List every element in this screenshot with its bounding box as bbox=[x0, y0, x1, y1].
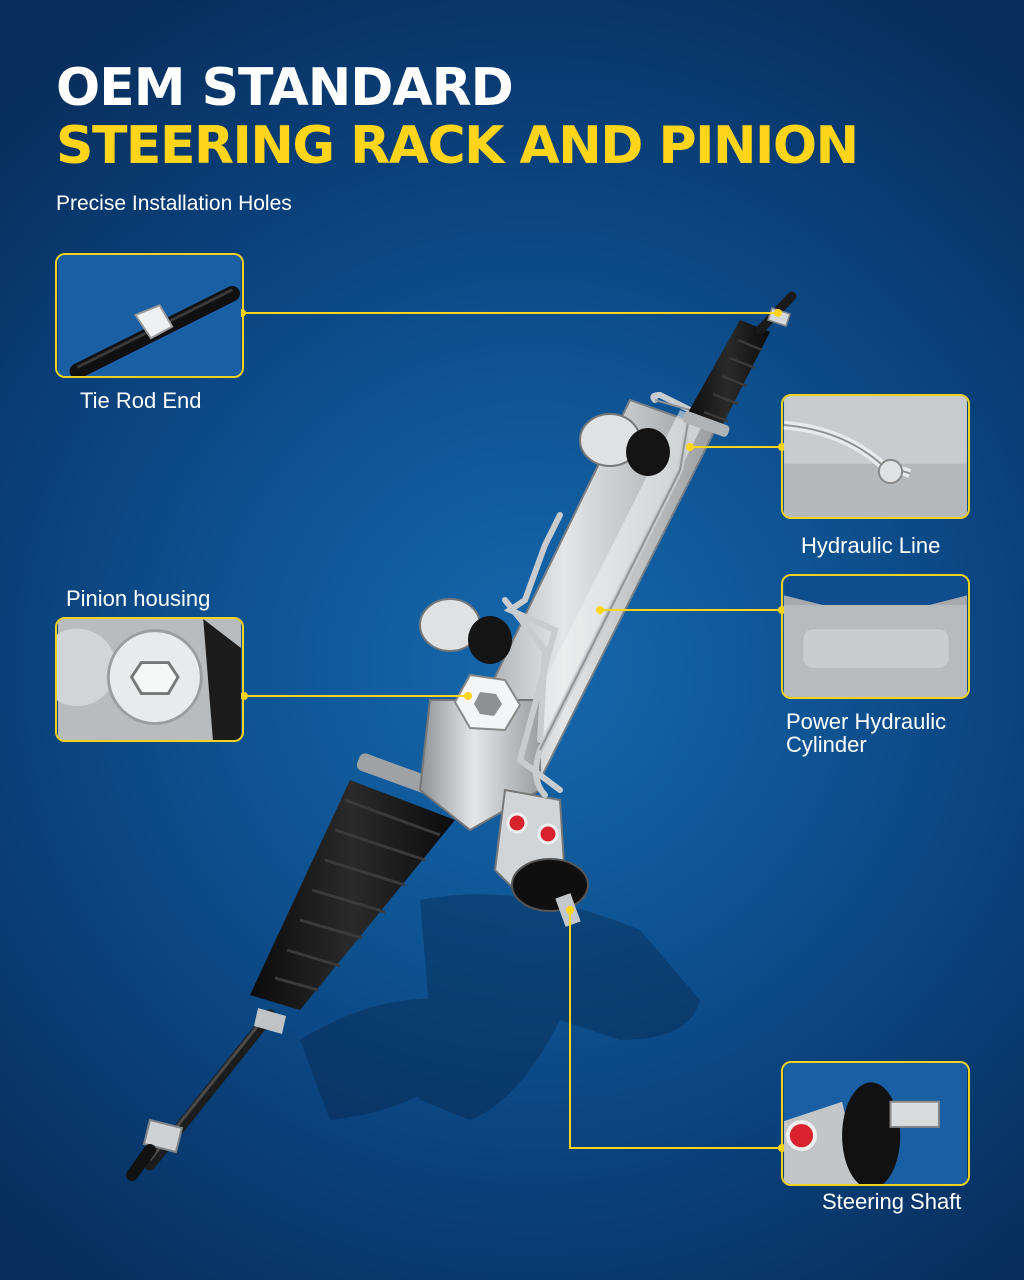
lower-tie-rod bbox=[126, 1008, 286, 1181]
label-steering-shaft: Steering Shaft bbox=[822, 1189, 962, 1214]
upper-bellows-boot bbox=[682, 320, 770, 437]
hydraulic-line-closeup bbox=[781, 394, 970, 519]
pinion-housing-closeup bbox=[55, 617, 244, 742]
label-cylinder-line-2: Cylinder bbox=[786, 732, 867, 757]
pinion-housing-image bbox=[57, 619, 241, 740]
tie-rod-end-closeup bbox=[55, 253, 244, 378]
label-pinion-housing: Pinion housing bbox=[66, 586, 211, 611]
subtitle: Precise Installation Holes bbox=[56, 192, 292, 215]
connector-steering-shaft bbox=[569, 910, 782, 1149]
steering-shaft-image bbox=[784, 1063, 967, 1184]
tie-rod-end-image bbox=[58, 255, 241, 376]
title-line-1: OEM STANDARD bbox=[56, 58, 514, 118]
power-hydraulic-cylinder-closeup bbox=[781, 574, 970, 699]
title-line-2: STEERING RACK AND PINION bbox=[56, 116, 859, 176]
label-power-hydraulic-cylinder: Power Hydraulic Cylinder bbox=[786, 710, 946, 756]
hydraulic-line-image bbox=[783, 396, 967, 517]
rack-shadow bbox=[300, 894, 700, 1120]
power-hydraulic-cylinder-image bbox=[784, 576, 967, 697]
label-cylinder-line-1: Power Hydraulic bbox=[786, 709, 947, 734]
label-tie-rod-end: Tie Rod End bbox=[80, 388, 202, 413]
steering-shaft-closeup bbox=[781, 1061, 970, 1186]
label-hydraulic-line: Hydraulic Line bbox=[801, 533, 941, 558]
